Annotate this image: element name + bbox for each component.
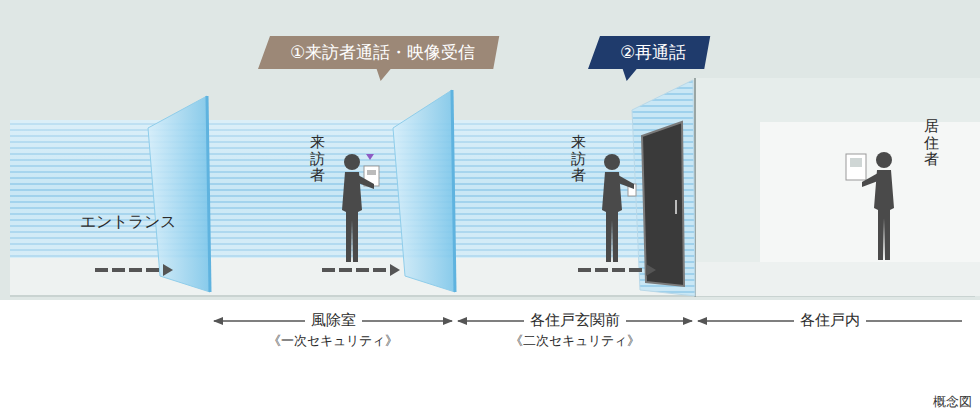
walk-dash	[373, 268, 386, 272]
person-arm	[358, 175, 374, 189]
walk-dash	[612, 268, 625, 272]
person-arm	[618, 175, 634, 189]
callout-banner: ①来訪者通話・映像受信	[258, 36, 499, 69]
walk-dash	[112, 268, 125, 272]
zone-label: 風除室	[305, 311, 362, 329]
walk-dash	[146, 268, 159, 272]
monitor-screen	[850, 158, 862, 167]
walk-dash	[595, 268, 608, 272]
person-head	[344, 154, 360, 170]
background	[0, 0, 980, 300]
room-monitor	[846, 154, 866, 180]
figure-label: 居住者	[924, 118, 939, 168]
walk-dash	[322, 268, 335, 272]
person-silhouette	[862, 152, 894, 260]
dwelling-door	[642, 122, 684, 286]
walk-dash	[629, 268, 642, 272]
zone-label: 各住戸内	[794, 311, 866, 329]
callout-banner: ②再通話	[588, 36, 710, 69]
walk-dash	[95, 268, 108, 272]
walk-arrowhead	[163, 264, 173, 276]
person-silhouette	[602, 154, 634, 262]
area-label: エントランス	[80, 212, 176, 231]
walk-arrows	[95, 264, 656, 276]
walk-dash	[129, 268, 142, 272]
figure-label: 来訪者	[310, 134, 325, 184]
person-arm	[862, 173, 878, 187]
signal-mark	[366, 154, 374, 160]
glass-door	[393, 90, 455, 292]
person-head	[604, 154, 620, 170]
door-handle	[675, 200, 677, 214]
zone-label: 各住戸玄関前	[524, 311, 626, 329]
banner-text: ①来訪者通話・映像受信	[290, 44, 499, 61]
person-silhouette	[342, 154, 374, 262]
door-wall	[632, 80, 695, 296]
banner-fill	[588, 36, 710, 81]
banner-fill	[258, 36, 499, 81]
figure-label: 来訪者	[571, 134, 586, 184]
room-floor	[695, 262, 980, 296]
intercom-screen	[367, 170, 376, 175]
walk-dash	[339, 268, 352, 272]
glass-door	[148, 96, 210, 292]
floor	[10, 258, 695, 296]
bottom-band	[0, 300, 980, 417]
walk-dash	[356, 268, 369, 272]
room	[695, 78, 980, 296]
person-body	[342, 172, 362, 262]
security-level: 《二次セキュリティ》	[510, 333, 640, 349]
person-head	[876, 152, 892, 168]
walk-dash	[578, 268, 591, 272]
security-level: 《一次セキュリティ》	[268, 333, 398, 349]
person-body	[874, 170, 894, 260]
walk-arrowhead	[390, 264, 400, 276]
person-body	[602, 172, 622, 262]
room-wall	[760, 122, 980, 262]
walk-arrowhead	[646, 264, 656, 276]
glass-door-edge	[207, 96, 210, 292]
glass-door-edge	[452, 90, 455, 292]
figures	[342, 152, 894, 262]
caption: 概念図	[933, 394, 972, 410]
banner-text: ②再通話	[620, 44, 710, 61]
